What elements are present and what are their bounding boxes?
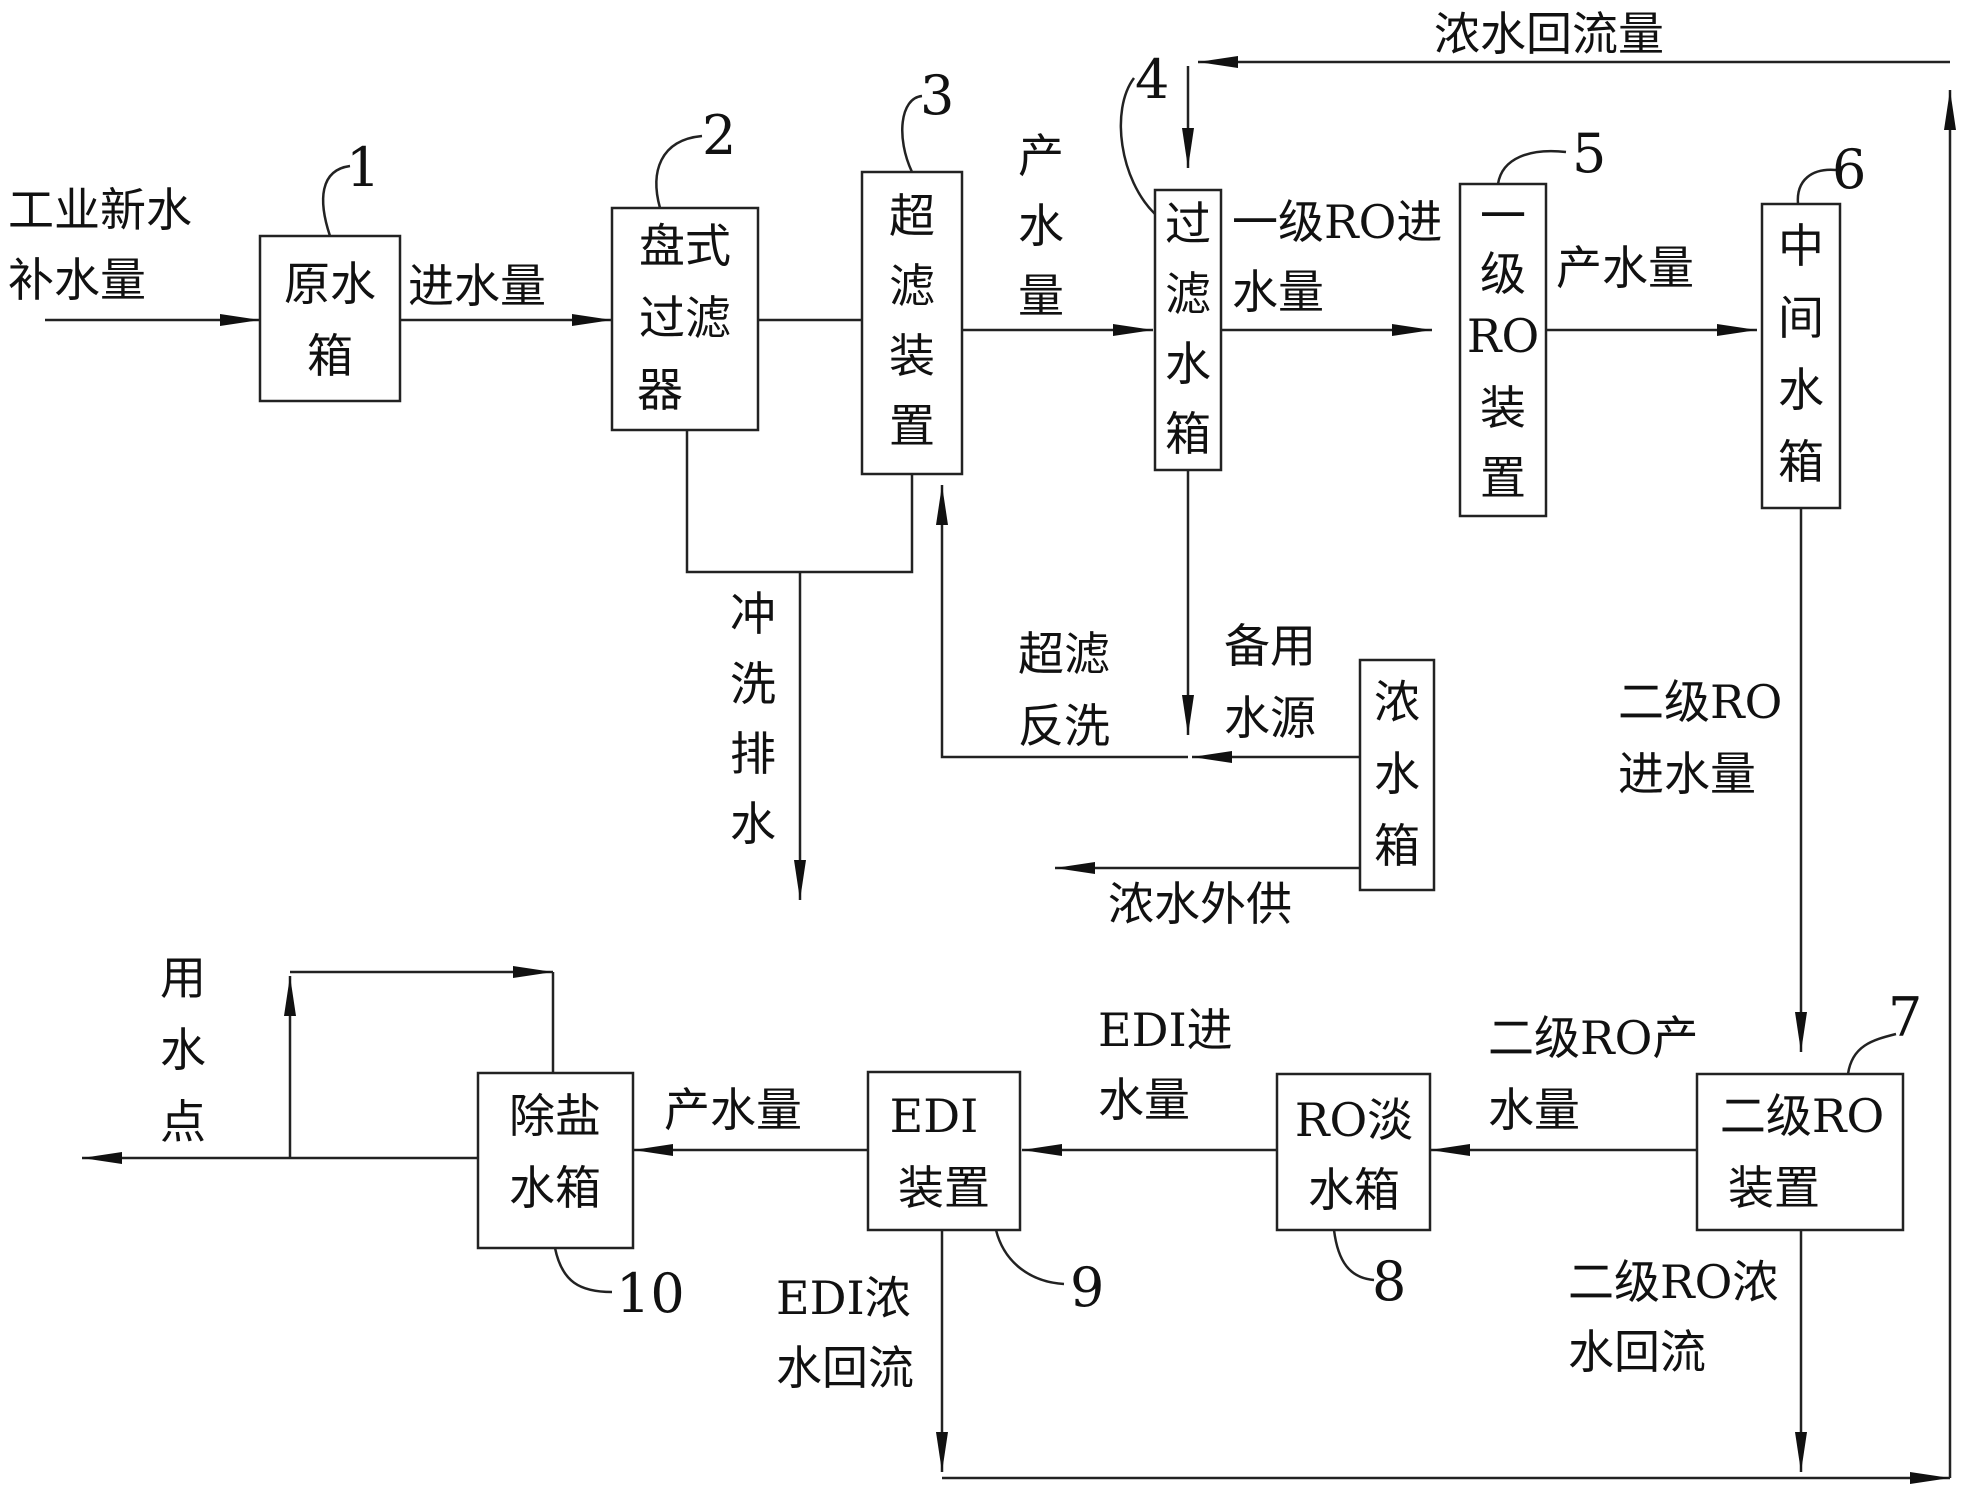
raw-water-tank-label-1: 原水 [284, 257, 376, 311]
ro2-product-label-1: 二级RO产 [1488, 1011, 1698, 1065]
use-point-label-3: 点 [160, 1095, 206, 1149]
inlet-label: 进水量 [408, 259, 546, 313]
flow-lines [45, 56, 1956, 1484]
conc-tank-label-3: 箱 [1374, 819, 1420, 873]
raw-water-tank-label-2: 箱 [307, 329, 353, 383]
edi-conc-return-label-2: 水回流 [776, 1341, 914, 1395]
uf-backwash-label-2: 反洗 [1018, 699, 1110, 753]
flush-drain-label-3: 排 [730, 727, 776, 781]
filtered-water-tank: 过 滤 水 箱 [1153, 188, 1223, 472]
conc-tank-label-1: 浓 [1374, 675, 1420, 729]
disc-filter-label-1: 盘式 [639, 219, 731, 273]
ro-permeate-tank-label-1: RO淡 [1295, 1093, 1413, 1147]
conc-return-label: 浓水回流量 [1434, 7, 1664, 61]
ro2-label-1: 二级RO [1720, 1089, 1884, 1143]
ref-number-2: 2 [702, 104, 736, 167]
filtered-tank-label-3: 水 [1165, 337, 1211, 391]
ref-number-3: 3 [920, 64, 954, 127]
uf-backwash-line [936, 485, 1188, 759]
ro1-inlet-label-1: 一级RO进 [1232, 195, 1442, 249]
intermediate-tank-label-2: 间 [1778, 291, 1824, 345]
ro2-unit: 二级RO 装置 [1695, 1072, 1905, 1232]
uf-label-4: 置 [889, 399, 935, 453]
ref-number-6: 6 [1832, 138, 1866, 201]
uf-product-label-1: 产 [1018, 129, 1064, 183]
edi-label-2: 装置 [898, 1161, 990, 1215]
ref-number-8: 8 [1372, 1250, 1406, 1313]
ro2-conc-return-label-2: 水回流 [1568, 1325, 1706, 1379]
flow-labels: 工业新水 补水量 进水量 产 水 量 一级RO进 水量 产水量 浓水回流量 冲 … [8, 7, 1782, 1395]
flush-drain-label-2: 洗 [730, 657, 776, 711]
edi-product-label: 产水量 [664, 1083, 802, 1137]
edi-inlet-label-2: 水量 [1098, 1073, 1190, 1127]
disc-filter: 盘式 过滤 器 [610, 206, 760, 432]
backup-source-label-2: 水源 [1224, 691, 1316, 745]
uf-label-1: 超 [889, 189, 935, 243]
ro1-label-3: RO [1467, 309, 1539, 363]
ro-permeate-tank: RO淡 水箱 [1275, 1072, 1432, 1232]
use-point-label-1: 用 [160, 951, 206, 1005]
intermediate-tank-label-4: 箱 [1778, 435, 1824, 489]
uf-product-label-3: 量 [1018, 269, 1064, 323]
uf-label-3: 装 [889, 329, 935, 383]
uf-product-label-2: 水 [1018, 199, 1064, 253]
ro2-inlet-label-2: 进水量 [1618, 747, 1756, 801]
fresh-water-label-1: 工业新水 [8, 183, 192, 237]
ro1-label-1: 一 [1480, 189, 1526, 243]
filtered-tank-label-2: 滤 [1165, 267, 1211, 321]
conc-export-label: 浓水外供 [1108, 877, 1292, 931]
ref-number-9: 9 [1070, 1256, 1104, 1319]
concentrate-tank: 浓 水 箱 [1358, 658, 1436, 892]
ref-number-5: 5 [1572, 122, 1606, 185]
edi-conc-return-label-1: EDI浓 [776, 1271, 911, 1325]
fresh-water-label-2: 补水量 [8, 253, 146, 307]
ultrafiltration-unit: 超 滤 装 置 [860, 170, 964, 476]
ro1-product-label: 产水量 [1556, 241, 1694, 295]
ro2-label-2: 装置 [1728, 1161, 1820, 1215]
ro2-product-label-2: 水量 [1488, 1083, 1580, 1137]
ref-number-7: 7 [1888, 986, 1922, 1049]
intermediate-tank: 中 间 水 箱 [1760, 202, 1842, 510]
disc-filter-label-3: 器 [637, 363, 683, 417]
ro1-label-4: 装 [1480, 381, 1526, 435]
flush-drain-label-4: 水 [730, 797, 776, 851]
ro1-unit: 一 级 RO 装 置 [1458, 182, 1548, 518]
raw-water-tank: 原水 箱 [258, 234, 402, 403]
intermediate-tank-label-3: 水 [1778, 363, 1824, 417]
filtered-tank-label-4: 箱 [1165, 407, 1211, 461]
intermediate-tank-label-1: 中 [1778, 219, 1824, 273]
ro2-inlet-label-1: 二级RO [1618, 675, 1782, 729]
ro-permeate-tank-label-2: 水箱 [1308, 1163, 1400, 1217]
backup-source-label-1: 备用 [1224, 619, 1316, 673]
demin-tank-label-2: 水箱 [509, 1161, 601, 1215]
uf-label-2: 滤 [889, 259, 935, 313]
ref-number-1: 1 [346, 136, 380, 199]
filtered-tank-label-1: 过 [1165, 197, 1211, 251]
ro1-inlet-label-2: 水量 [1232, 265, 1324, 319]
edi-inlet-label-1: EDI进 [1098, 1003, 1233, 1057]
ro1-label-2: 级 [1480, 247, 1526, 301]
flush-drain-label-1: 冲 [730, 587, 776, 641]
demin-tank-label-1: 除盐 [509, 1089, 601, 1143]
reference-numbers: 1 2 3 4 5 6 7 8 9 10 [321, 48, 1922, 1325]
disc-filter-label-2: 过滤 [639, 291, 731, 345]
ro1-label-5: 置 [1480, 451, 1526, 505]
use-point-label-2: 水 [160, 1023, 206, 1077]
demineralized-water-tank: 除盐 水箱 [476, 1071, 635, 1250]
uf-backwash-label-1: 超滤 [1018, 627, 1110, 681]
conc-tank-label-2: 水 [1374, 747, 1420, 801]
edi-unit: EDI 装置 [866, 1070, 1022, 1232]
ref-number-10: 10 [616, 1262, 685, 1325]
ref-number-4: 4 [1135, 48, 1169, 111]
edi-label-1: EDI [890, 1089, 979, 1143]
ro2-conc-return-label-1: 二级RO浓 [1568, 1255, 1778, 1309]
